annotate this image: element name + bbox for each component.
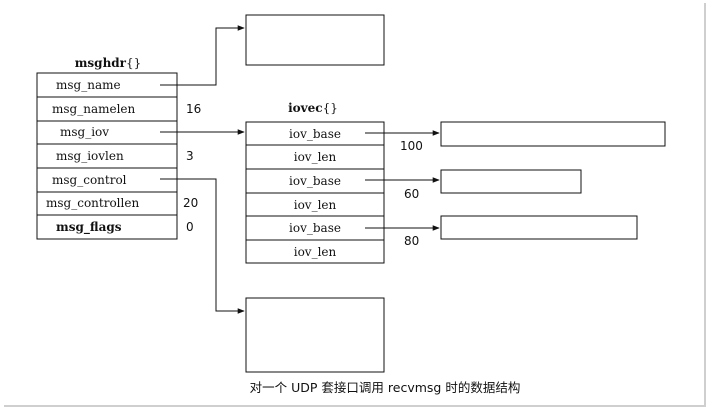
figure-caption: 对一个 UDP 套接口调用 recvmsg 时的数据结构 xyxy=(250,380,521,395)
msghdr-value-iovlen: 3 xyxy=(186,149,194,163)
msg-name-pointer-arrow xyxy=(160,25,245,86)
data-buffer-1-box xyxy=(440,121,666,147)
msghdr-title-name: msghdr xyxy=(75,56,127,70)
name-buffer-box xyxy=(245,14,385,66)
msghdr-table xyxy=(36,72,178,240)
msghdr-title-braces: {} xyxy=(126,56,141,70)
control-buffer-box xyxy=(245,297,385,373)
msghdr-field-msg-controllen: msg_controllen xyxy=(46,196,139,210)
pointer-arrows xyxy=(160,25,440,314)
data-buffer-1-size: 100 xyxy=(400,139,423,153)
figure-frame xyxy=(4,3,706,407)
data-buffer-3-box xyxy=(440,215,638,240)
data-buffer-3-size: 80 xyxy=(404,234,419,248)
msghdr-field-msg-iov: msg_iov xyxy=(60,125,109,139)
msghdr-value-flags: 0 xyxy=(186,220,194,234)
iovec-title-braces: {} xyxy=(323,101,338,115)
iovec-title-name: iovec xyxy=(288,101,322,115)
msghdr-value-namelen: 16 xyxy=(186,102,201,116)
msghdr-field-msg-namelen: msg_namelen xyxy=(52,102,136,116)
msghdr-field-msg-control: msg_control xyxy=(52,173,127,187)
iovec-field-iov-base-2: iov_base xyxy=(289,174,341,188)
data-buffer-2-box xyxy=(440,169,582,194)
msghdr-outline xyxy=(36,72,178,240)
msg-control-pointer-arrow xyxy=(160,178,245,314)
iovec-field-iov-base-1: iov_base xyxy=(289,127,341,141)
msghdr-field-msg-name: msg_name xyxy=(56,78,121,92)
data-buffer-2-size: 60 xyxy=(404,187,419,201)
msghdr-field-msg-flags: msg_flags xyxy=(56,220,122,235)
iovec-field-iov-base-3: iov_base xyxy=(289,221,341,235)
iovec-title: iovec{} xyxy=(288,101,338,115)
iovec-table xyxy=(245,121,385,264)
iovec-field-iov-len-2: iov_len xyxy=(294,198,337,212)
iovec-field-iov-len-3: iov_len xyxy=(294,245,337,259)
msghdr-value-controllen: 20 xyxy=(183,196,198,210)
iovec-field-iov-len-1: iov_len xyxy=(294,150,337,164)
msghdr-field-msg-iovlen: msg_iovlen xyxy=(56,149,124,163)
msghdr-title: msghdr{} xyxy=(75,56,142,70)
